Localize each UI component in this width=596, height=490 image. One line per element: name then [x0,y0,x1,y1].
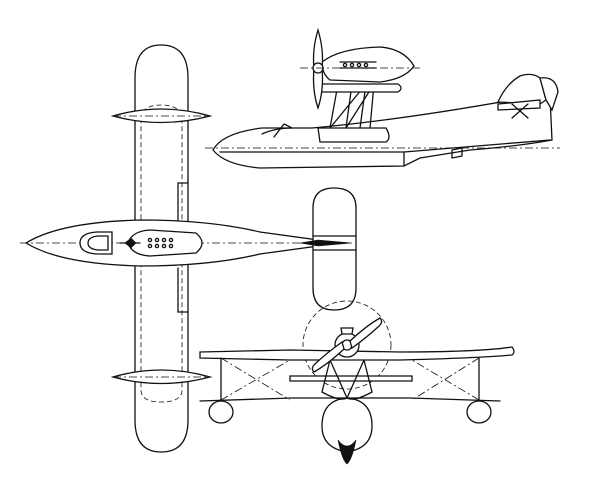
front-float-right [466,400,492,424]
front-interplane-brace [411,357,480,401]
side-rudder [539,77,559,112]
plan-exhaust-port [154,237,160,243]
plan-exhaust-port [168,237,174,243]
side-exhaust-port [363,62,369,68]
front-interplane-brace [411,359,480,401]
front-propeller-blade [349,317,383,350]
plan-exhaust-port [161,237,167,243]
front-hull-keel [337,439,357,465]
front-float-left [208,400,234,424]
front-hull [321,397,373,453]
side-tail-strut [511,103,529,119]
side-upper-wing [319,83,402,93]
front-lower-wing [289,375,413,382]
side-tail-hinge [451,147,463,159]
plan-lower-wing [140,104,183,403]
plan-exhaust-port [147,243,153,249]
front-propeller-blade [311,340,345,373]
plan-view [20,44,357,453]
side-exhaust-port [349,62,355,68]
front-cabane-strut [321,391,373,400]
front-propeller-disc [302,300,392,390]
front-cabane-strut [321,359,373,399]
side-windscreen [273,123,293,138]
front-interplane-brace [220,357,291,401]
plan-exhaust-port [154,243,160,249]
plan-tailplane [312,187,357,311]
side-hull-chine [403,139,551,153]
side-tailplane [497,99,541,111]
plan-engine-nacelle [127,229,203,257]
side-exhaust-port [356,62,362,68]
side-cockpit-rim [261,127,293,135]
front-interplane-brace [220,359,291,401]
front-upper-wing [199,346,515,361]
plan-exhaust-port [147,237,153,243]
front-engine-cylinder [340,327,354,335]
front-elevation [199,300,515,465]
side-elevation [205,27,560,169]
plan-fin [299,239,353,247]
plan-cockpit-inner [87,235,109,251]
side-exhaust-port [342,62,348,68]
plan-exhaust-port [168,243,174,249]
plan-cockpit [79,231,113,255]
side-lower-wing [317,127,390,143]
plan-exhaust-port [161,243,167,249]
